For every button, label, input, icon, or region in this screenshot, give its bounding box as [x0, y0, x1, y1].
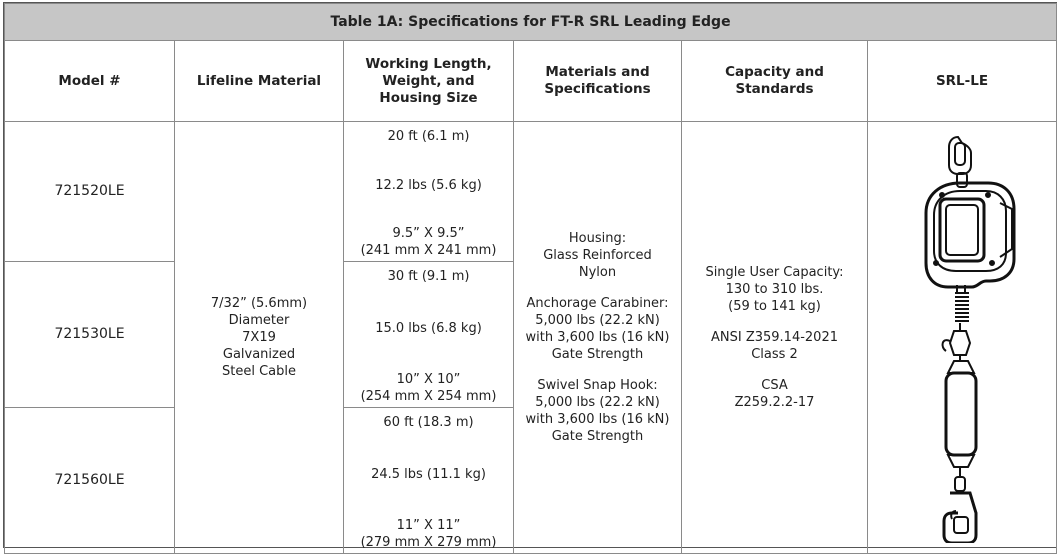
- capacity-cell: Single User Capacity: 130 to 310 lbs. (5…: [681, 121, 868, 554]
- lifeline-line: 7/32” (5.6mm): [210, 296, 308, 311]
- header-materials: Materials and Specifications: [513, 40, 682, 122]
- housing-size-metric: (279 mm X 279 mm): [360, 535, 497, 550]
- model-cell: 721560LE: [4, 407, 175, 554]
- housing-size-metric: (241 mm X 241 mm): [360, 243, 497, 258]
- capacity-line: 130 to 310 lbs.: [725, 282, 824, 297]
- snap-hook: [942, 491, 978, 543]
- snap-hook-line: with 3,600 lbs (16 kN): [525, 412, 670, 427]
- table-title: Table 1A: Specifications for FT-R SRL Le…: [3, 3, 1058, 41]
- snap-hook-line: 5,000 lbs (22.2 kN): [535, 395, 660, 410]
- ansi-standard: ANSI Z359.14-2021: [710, 330, 838, 345]
- snap-hook-label: Swivel Snap Hook:: [537, 378, 658, 393]
- capacity-label: Single User Capacity:: [705, 265, 844, 280]
- capacity-line: (59 to 141 kg): [728, 299, 821, 314]
- model-cell: 721530LE: [4, 261, 175, 408]
- lifeline-material-cell: 7/32” (5.6mm) Diameter 7X19 Galvanized S…: [174, 121, 344, 554]
- housing-line: Glass Reinforced: [543, 248, 652, 263]
- working-spec-cell: 20 ft (6.1 m) 12.2 lbs (5.6 kg) 9.5” X 9…: [343, 121, 514, 262]
- srl-housing: [924, 181, 1016, 288]
- weight: 15.0 lbs (6.8 kg): [375, 320, 482, 336]
- working-length: 60 ft (18.3 m): [383, 415, 474, 430]
- snap-hook-line: Gate Strength: [551, 429, 644, 444]
- weight: 12.2 lbs (5.6 kg): [375, 177, 482, 193]
- housing-label: Housing:: [568, 231, 627, 246]
- carabiner-line: 5,000 lbs (22.2 kN): [535, 313, 660, 328]
- spec-table-frame: Table 1A: Specifications for FT-R SRL Le…: [3, 2, 1058, 554]
- srl-device-illustration: [924, 135, 1016, 543]
- header-srl-le: SRL-LE: [866, 40, 1058, 122]
- header-capacity: Capacity and Standards: [681, 40, 868, 122]
- spec-table: Table 1A: Specifications for FT-R SRL Le…: [3, 3, 1058, 554]
- carabiner-line: with 3,600 lbs (16 kN): [525, 330, 670, 345]
- working-length: 30 ft (9.1 m): [387, 269, 470, 284]
- weight: 24.5 lbs (11.1 kg): [371, 466, 486, 482]
- housing-size: 10” X 10”: [396, 372, 461, 387]
- housing-size: 11” X 11”: [396, 518, 461, 533]
- housing-size-group: 10” X 10” (254 mm X 254 mm): [348, 371, 509, 405]
- srl-image-cell: [866, 121, 1058, 554]
- lifeline-line: Diameter: [228, 313, 290, 328]
- header-lifeline-material: Lifeline Material: [174, 40, 344, 122]
- csa-standard: Z259.2.2-17: [734, 395, 815, 410]
- header-model: Model #: [4, 40, 175, 122]
- housing-line: Nylon: [578, 265, 617, 280]
- lifeline-line: 7X19: [242, 330, 276, 345]
- housing-size-group: 9.5” X 9.5” (241 mm X 241 mm): [348, 225, 509, 259]
- model-cell: 721520LE: [4, 121, 175, 262]
- table-row: 721560LE 60 ft (18.3 m) 24.5 lbs (11.1 k…: [4, 407, 1057, 554]
- title-row: Table 1A: Specifications for FT-R SRL Le…: [3, 3, 1058, 41]
- housing-size-group: 11” X 11” (279 mm X 279 mm): [348, 517, 509, 551]
- header-row: Model # Lifeline Material Working Length…: [4, 40, 1058, 122]
- carabiner-line: Gate Strength: [551, 347, 644, 362]
- working-length: 20 ft (6.1 m): [387, 129, 470, 144]
- header-working-length: Working Length, Weight, and Housing Size: [343, 40, 514, 122]
- working-spec-cell: 60 ft (18.3 m) 24.5 lbs (11.1 kg) 11” X …: [343, 407, 514, 554]
- housing-size-metric: (254 mm X 254 mm): [360, 389, 497, 404]
- csa-label: CSA: [761, 378, 788, 393]
- housing-size: 9.5” X 9.5”: [392, 226, 465, 241]
- carabiner-label: Anchorage Carabiner:: [526, 296, 669, 311]
- materials-cell: Housing: Glass Reinforced Nylon Anchorag…: [513, 121, 682, 554]
- table-row: 721520LE 7/32” (5.6mm) Diameter 7X19 Gal…: [4, 121, 1058, 554]
- lifeline-line: Galvanized: [222, 347, 296, 362]
- energy-absorber: [944, 371, 978, 456]
- lifeline-line: Steel Cable: [222, 364, 296, 379]
- working-spec-cell: 30 ft (9.1 m) 15.0 lbs (6.8 kg) 10” X 10…: [343, 261, 514, 408]
- ansi-class: Class 2: [751, 347, 798, 362]
